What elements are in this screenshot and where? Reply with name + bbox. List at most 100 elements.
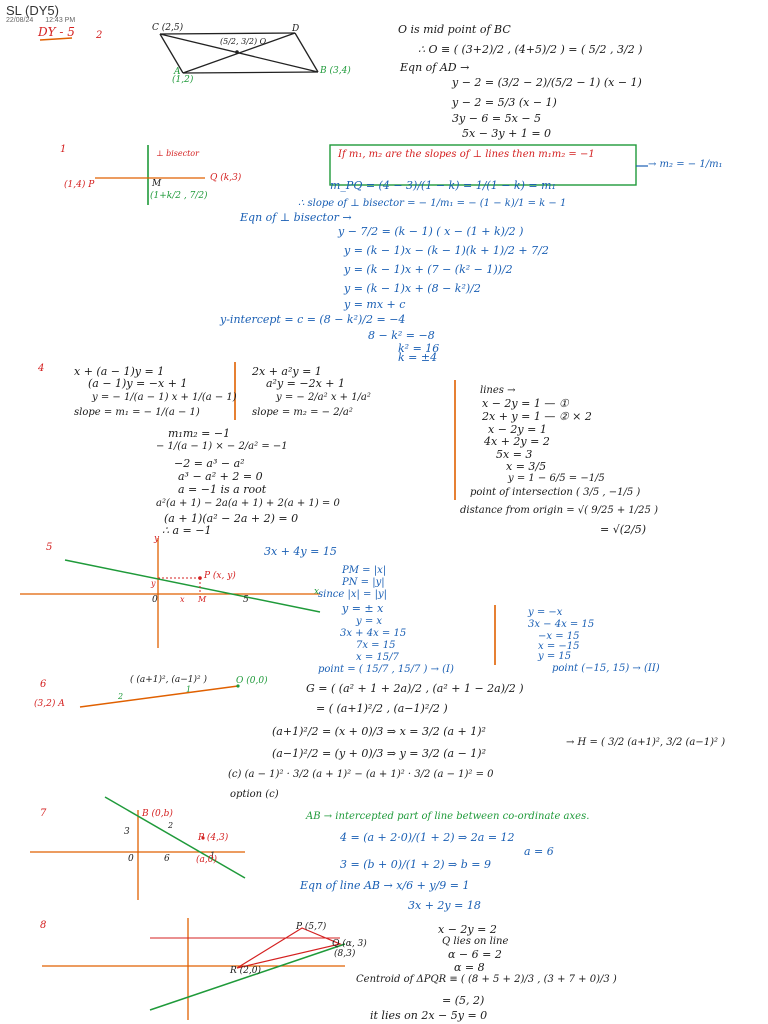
q3-col3-5: 5x = 3 bbox=[496, 448, 533, 461]
q5-number: 6 bbox=[40, 679, 47, 690]
q4-right-5: point (−15, 15) → (II) bbox=[552, 663, 660, 674]
q2-line-10: k² = 16 bbox=[398, 342, 440, 355]
q6-label-2: 2 bbox=[168, 821, 174, 830]
q6-heading: AB → intercepted part of line between co… bbox=[306, 811, 590, 822]
q5-point-o bbox=[236, 684, 240, 688]
q3-col3-0: lines → bbox=[480, 385, 516, 396]
q4-label-5: 5 bbox=[243, 595, 249, 605]
q4-left-3: x = 15/7 bbox=[356, 652, 399, 663]
q6-label-1: 1 bbox=[210, 851, 216, 860]
label-a: A bbox=[174, 67, 181, 77]
q3-col1-3: slope = m₁ = − 1/(a − 1) bbox=[74, 407, 200, 418]
q6-label-p: P (4,3) bbox=[198, 833, 229, 843]
q7-line-x2y2 bbox=[149, 943, 346, 1011]
q1-line-2: Eqn of AD → bbox=[400, 61, 470, 74]
q5-line-2: (a+1)²/2 = (x + 0)/3 ⇒ x = 3/2 (a + 1)² bbox=[272, 725, 486, 738]
label-d: D bbox=[292, 24, 300, 34]
q5-side-note: → H = ( 3/2 (a+1)², 3/2 (a−1)² ) bbox=[566, 737, 726, 748]
q1-number: 2 bbox=[96, 30, 103, 41]
q4-left-4: point = ( 15/7 , 15/7 ) → (I) bbox=[318, 664, 454, 675]
label-midpoint: (1+k/2 , 7/2) bbox=[150, 191, 208, 201]
note-box-text: If m₁, m₂ are the slopes of ⊥ lines then… bbox=[338, 149, 595, 160]
q4-cond-3: y = ± x bbox=[342, 602, 384, 615]
q4-left-1: 3x + 4x = 15 bbox=[340, 628, 407, 639]
q4-left-0: y = x bbox=[356, 616, 383, 627]
q1-line-6: 5x − 3y + 1 = 0 bbox=[462, 127, 552, 140]
q4-point-p bbox=[198, 576, 202, 580]
q2-number: 1 bbox=[60, 144, 67, 155]
label-m: M bbox=[152, 179, 162, 189]
q2-line-1: ∴ slope of ⊥ bisector = − 1/m₁ = − (1 − … bbox=[298, 198, 567, 209]
q2-line-2: Eqn of ⊥ bisector → bbox=[240, 211, 352, 224]
side-db bbox=[294, 32, 319, 73]
q4-label-y: y bbox=[154, 534, 160, 544]
q4-label-p: P (x, y) bbox=[204, 571, 236, 581]
q7-label-r: R (2,0) bbox=[230, 966, 261, 976]
label-b: B (3,4) bbox=[320, 66, 351, 76]
q7-label-q: Q (α, 3) bbox=[332, 939, 367, 949]
q1-line-3: y − 2 = (3/2 − 2)/(5/2 − 1) (x − 1) bbox=[452, 76, 642, 89]
q1-line-0: O is mid point of BC bbox=[398, 23, 511, 36]
q3-col2-1: a²y = −2x + 1 bbox=[266, 377, 346, 390]
q3-work-0: m₁m₂ = −1 bbox=[168, 427, 231, 440]
point-o bbox=[235, 50, 239, 54]
q7-line-0: x − 2y = 2 bbox=[438, 923, 497, 936]
tag-underline bbox=[39, 37, 73, 41]
q5-label-1: 1 bbox=[186, 685, 192, 694]
q6-line-4: 3x + 2y = 18 bbox=[408, 899, 481, 912]
q5-line-5: option (c) bbox=[230, 789, 279, 800]
q4-right-3: x = −15 bbox=[538, 641, 580, 652]
q3-work-2: −2 = a³ − a² bbox=[174, 457, 245, 470]
q1-line-1: ∴ O ≡ ( (3+2)/2 , (4+5)/2 ) = ( 5/2 , 3/… bbox=[418, 43, 643, 56]
q4-label-m: M bbox=[198, 595, 207, 604]
q2-line-0: m_PQ = (4 − 3)/(1 − k) = 1/(1 − k) = m₁ bbox=[330, 179, 556, 192]
side-cd bbox=[159, 32, 296, 35]
q4-label-xp: x bbox=[180, 595, 185, 604]
q6-line-3: Eqn of line AB → x/6 + y/9 = 1 bbox=[300, 879, 470, 892]
q2-line-6: y = (k − 1)x + (8 − k²)/2 bbox=[344, 282, 481, 295]
q7-label-q2: (8,3) bbox=[334, 949, 356, 959]
q7-number: 8 bbox=[40, 920, 47, 931]
q7-centroid: Centroid of ΔPQR ≡ ( (8 + 5 + 2)/3 , (3 … bbox=[356, 974, 617, 985]
label-q: Q (k,3) bbox=[210, 173, 242, 183]
side-ba bbox=[182, 71, 319, 74]
q3-col3-1: x − 2y = 1 — ① bbox=[482, 397, 569, 410]
q7-line-2: α − 6 = 2 bbox=[448, 948, 502, 961]
label-o: (5/2, 3/2) O bbox=[220, 37, 267, 46]
q7-conclusion: it lies on 2x − 5y = 0 bbox=[370, 1009, 488, 1022]
q4-label-origin: 0 bbox=[152, 595, 158, 605]
diagonal-ad bbox=[182, 32, 296, 74]
q3-work-5: a²(a + 1) − 2a(a + 1) + 2(a + 1) = 0 bbox=[156, 498, 340, 509]
q4-right-0: y = −x bbox=[528, 607, 563, 618]
q5-line-1: = ( (a+1)²/2 , (a−1)²/2 ) bbox=[316, 702, 448, 715]
q6-line-2: 3 = (b + 0)/(1 + 2) ⇒ b = 9 bbox=[340, 858, 491, 871]
q7-triangle-pqr bbox=[236, 927, 342, 969]
label-perp-bisector: ⊥ bisector bbox=[156, 149, 199, 158]
q4-left-2: 7x = 15 bbox=[356, 640, 396, 651]
q3-poi: point of intersection ( 3/5 , −1/5 ) bbox=[470, 487, 641, 498]
q4-right-1: 3x − 4x = 15 bbox=[528, 619, 595, 630]
q3-work-7: ∴ a = −1 bbox=[162, 524, 212, 537]
q5-line-4: (c) (a − 1)² · 3/2 (a + 1)² − (a + 1)² ·… bbox=[228, 769, 494, 780]
label-a-coord: (1,2) bbox=[172, 75, 194, 85]
parallelogram-figure bbox=[159, 32, 319, 74]
q6-number: 7 bbox=[40, 808, 47, 819]
q2-line-8: y-intercept = c = (8 − k²)/2 = −4 bbox=[220, 313, 406, 326]
q2-line-7: y = mx + c bbox=[344, 298, 406, 311]
q4-number: 5 bbox=[46, 542, 53, 553]
q4-line-3x4y15 bbox=[64, 559, 321, 613]
q7-centroid-result: = (5, 2) bbox=[442, 994, 485, 1007]
q3-col2-2: y = − 2/a² x + 1/a² bbox=[276, 392, 371, 403]
q4-cond-0: PM = |x| bbox=[342, 565, 387, 576]
q7-line-3: α = 8 bbox=[454, 961, 485, 974]
q6-label-3: 3 bbox=[124, 827, 130, 837]
label-c: C (2,5) bbox=[152, 23, 184, 33]
q3-col1-0: x + (a − 1)y = 1 bbox=[74, 365, 165, 378]
q4-cond-2: since |x| = |y| bbox=[318, 589, 387, 600]
q3-col2-3: slope = m₂ = − 2/a² bbox=[252, 407, 353, 418]
page-date: 22/08/24 bbox=[6, 17, 34, 24]
q3-col1-2: y = − 1/(a − 1) x + 1/(a − 1) bbox=[92, 392, 237, 403]
q3-work-6: (a + 1)(a² − 2a + 2) = 0 bbox=[164, 512, 299, 525]
note-box bbox=[329, 144, 637, 186]
